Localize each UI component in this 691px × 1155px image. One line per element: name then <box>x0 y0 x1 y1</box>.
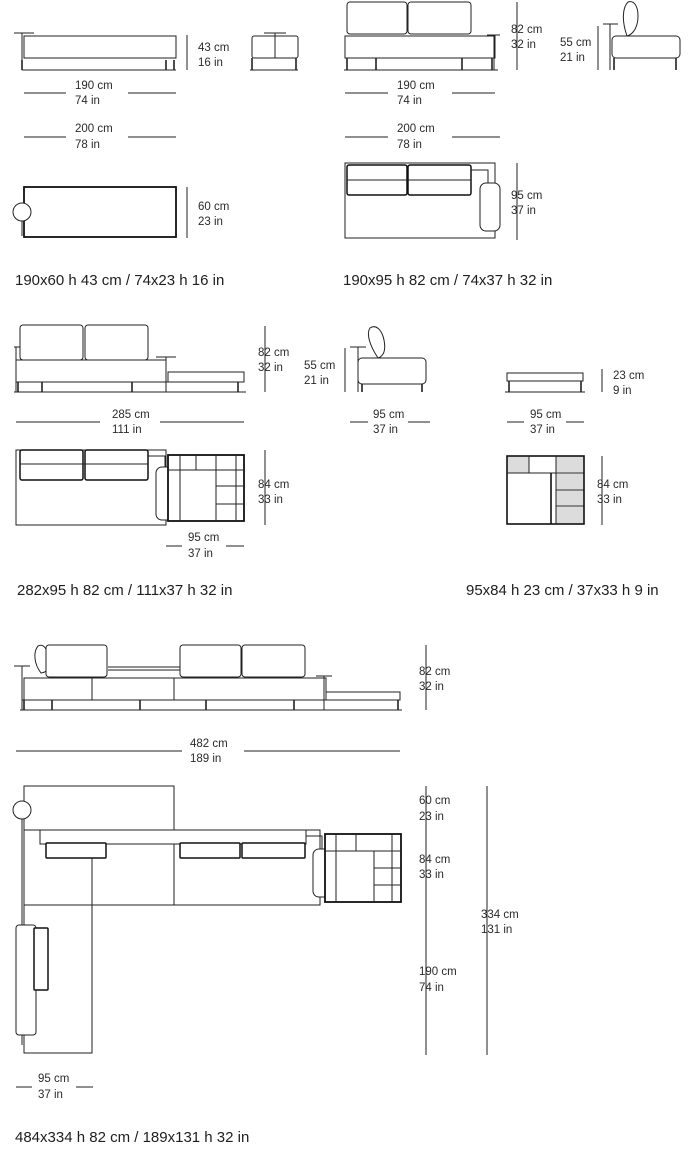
corner-total-depth-dimension: 334 cm 131 in <box>481 786 519 1055</box>
bench-caption: 190x60 h 43 cm / 74x23 h 16 in <box>15 272 224 289</box>
composition-height-cm: 82 cm <box>258 347 289 359</box>
composition-plan-view <box>15 449 245 526</box>
corner-total-depth-cm: 334 cm <box>481 909 519 921</box>
bench-height-in: 16 in <box>198 57 223 69</box>
corner-depth-c-cm: 190 cm <box>419 966 457 978</box>
sofa-height-dimension: 82 cm 32 in <box>511 2 542 70</box>
sofa-front-width-in: 74 in <box>397 95 422 107</box>
corner-front-width-cm: 482 cm <box>190 738 228 750</box>
composition-front-width-cm: 285 cm <box>112 409 150 421</box>
sofa-front-width-cm: 190 cm <box>397 80 435 92</box>
composition-side-width-dimension: 95 cm 37 in <box>350 409 430 436</box>
corner-height-dimension: 82 cm 32 in <box>419 645 450 710</box>
composition-height-dimension: 82 cm 32 in <box>258 326 289 392</box>
module-bench-side-view <box>250 32 299 71</box>
corner-chaise-width-cm: 95 cm <box>38 1073 69 1085</box>
bench-plan-width-cm: 200 cm <box>75 123 113 135</box>
sofa-plan-width-in: 78 in <box>397 139 422 151</box>
bench-height-cm: 43 cm <box>198 42 229 54</box>
bench-plan-width-dimension: 200 cm 78 in <box>24 123 176 151</box>
corner-height-cm: 82 cm <box>419 666 450 678</box>
composition-bottom-width-dimension: 95 cm 37 in <box>166 532 244 560</box>
composition-side-view <box>350 326 427 392</box>
sofa-height-in: 32 in <box>511 39 536 51</box>
corner-total-depth-in: 131 in <box>481 924 512 936</box>
corner-chaise-width-in: 37 in <box>38 1089 63 1101</box>
bench-depth-cm: 60 cm <box>198 201 229 213</box>
composition-depth-cm: 84 cm <box>258 479 289 491</box>
module-composition-front-view <box>14 324 246 393</box>
composition-side-height-in: 21 in <box>304 375 329 387</box>
sofa-plan-width-dimension: 200 cm 78 in <box>345 123 500 151</box>
storage-height-dimension: 23 cm 9 in <box>601 369 644 397</box>
storage-height-cm: 23 cm <box>613 370 644 382</box>
composition-bottom-width-in: 37 in <box>188 548 213 560</box>
storage-width-dimension: 95 cm 37 in <box>507 409 584 436</box>
bench-plan-width-in: 78 in <box>75 139 100 151</box>
bench-depth-dimension: 60 cm 23 in <box>186 187 229 238</box>
composition-side-width-in: 37 in <box>373 424 398 436</box>
composition-bottom-width-cm: 95 cm <box>188 532 219 544</box>
composition-caption: 282x95 h 82 cm / 111x37 h 32 in <box>17 582 232 599</box>
composition-side-height-cm: 55 cm <box>304 360 335 372</box>
module-sofa-side-view <box>603 1 681 70</box>
storage-depth-cm: 84 cm <box>597 479 628 491</box>
corner-front-width-dimension: 482 cm 189 in <box>16 738 400 765</box>
storage-caption: 95x84 h 23 cm / 37x33 h 9 in <box>466 582 659 599</box>
corner-depth-c-in: 74 in <box>419 982 444 994</box>
storage-depth-dimension: 84 cm 33 in <box>597 456 628 525</box>
sofa-depth-dimension: 95 cm 37 in <box>511 163 542 240</box>
corner-caption: 484x334 h 82 cm / 189x131 h 32 in <box>15 1129 249 1146</box>
bench-front-width-cm: 190 cm <box>75 80 113 92</box>
corner-depth-dimensions: 60 cm 23 in 84 cm 33 in 190 cm 74 in <box>419 786 457 1055</box>
module-storage-plan-view <box>506 455 585 525</box>
storage-width-cm: 95 cm <box>530 409 561 421</box>
bench-front-width-dimension: 190 cm 74 in <box>24 80 176 107</box>
composition-height-in: 32 in <box>258 362 283 374</box>
composition-front-width-in: 111 in <box>112 424 142 436</box>
composition-side-height-dimension: 55 cm 21 in <box>304 348 346 392</box>
composition-depth-dimension: 84 cm 33 in <box>258 450 289 525</box>
bench-front-width-in: 74 in <box>75 95 100 107</box>
storage-height-in: 9 in <box>613 385 632 397</box>
module-bench-front-view <box>14 32 177 71</box>
module-corner-front-view <box>14 644 402 711</box>
bench-depth-in: 23 in <box>198 216 223 228</box>
composition-side-width-cm: 95 cm <box>373 409 404 421</box>
module-sofa-front-view <box>344 1 500 71</box>
module-bench-plan-view <box>12 186 177 238</box>
corner-height-in: 32 in <box>419 681 444 693</box>
sofa-plan-width-cm: 200 cm <box>397 123 435 135</box>
sofa-depth-in: 37 in <box>511 205 536 217</box>
composition-depth-in: 33 in <box>258 494 283 506</box>
corner-depth-a-cm: 60 cm <box>419 795 450 807</box>
composition-front-width-dimension: 285 cm 111 in <box>16 409 244 436</box>
corner-depth-a-in: 23 in <box>419 811 444 823</box>
sofa-depth-cm: 95 cm <box>511 190 542 202</box>
sofa-side-height-in: 21 in <box>560 52 585 64</box>
module-storage-front-view <box>505 372 585 393</box>
storage-depth-in: 33 in <box>597 494 622 506</box>
corner-front-width-in: 189 in <box>190 753 221 765</box>
sofa-height-cm: 82 cm <box>511 24 542 36</box>
corner-depth-b-cm: 84 cm <box>419 854 450 866</box>
corner-chaise-width-dimension: 95 cm 37 in <box>16 1073 93 1101</box>
sofa-side-height-cm: 55 cm <box>560 37 591 49</box>
sofa-caption: 190x95 h 82 cm / 74x37 h 32 in <box>343 272 552 289</box>
module-corner-plan-view <box>12 785 402 1054</box>
bench-height-dimension: 43 cm 16 in <box>186 35 229 70</box>
corner-depth-b-in: 33 in <box>419 869 444 881</box>
module-sofa-plan-view <box>344 162 501 239</box>
storage-width-in: 37 in <box>530 424 555 436</box>
sofa-side-height-dimension: 55 cm 21 in <box>560 26 599 70</box>
sofa-front-width-dimension: 190 cm 74 in <box>345 80 495 107</box>
